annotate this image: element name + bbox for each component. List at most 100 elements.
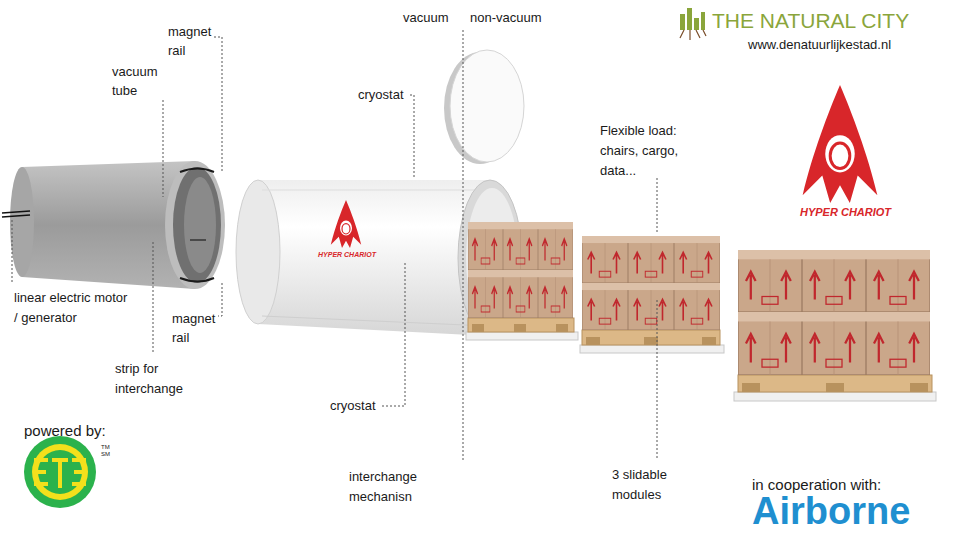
vacuum-tube bbox=[165, 161, 225, 289]
trademark-mark: TM bbox=[101, 444, 110, 451]
part-label: magnet rail bbox=[168, 22, 220, 60]
cargo-module bbox=[582, 236, 628, 283]
cargo-module bbox=[738, 312, 802, 375]
ete-logo bbox=[72, 460, 86, 484]
logo-text: HYPER CHARIOT bbox=[318, 251, 376, 259]
cargo-module bbox=[910, 383, 928, 392]
part-label: strip for interchange bbox=[115, 359, 195, 399]
leader-line bbox=[12, 30, 657, 460]
motor-cable bbox=[2, 211, 30, 217]
cargo-module bbox=[674, 283, 720, 330]
cargo-module bbox=[738, 250, 802, 312]
cargo-module bbox=[734, 392, 936, 401]
trademark-mark: SM bbox=[101, 451, 110, 458]
part-label: Flexible load: chairs, cargo, data... bbox=[600, 121, 700, 181]
cargo-module bbox=[802, 312, 866, 375]
credit-label: powered by: bbox=[24, 422, 106, 439]
part-label: linear electric motor / generator bbox=[14, 288, 132, 328]
cargo-module bbox=[738, 375, 932, 392]
leader-line bbox=[657, 300, 658, 460]
part-label: 3 slidable modules bbox=[612, 465, 684, 505]
cargo-module bbox=[538, 222, 573, 270]
natural-city-icon bbox=[694, 18, 699, 30]
cargo-module bbox=[674, 236, 720, 283]
part-label: cryostat bbox=[358, 88, 404, 103]
leader-line bbox=[214, 37, 222, 172]
cargo-module bbox=[503, 222, 538, 270]
cargo-module bbox=[580, 236, 724, 353]
cryostat-capsule bbox=[236, 180, 522, 336]
leader-line bbox=[657, 178, 658, 232]
hyper-chariot-logo bbox=[803, 85, 878, 203]
cargo-module bbox=[514, 324, 526, 332]
leader-line bbox=[163, 100, 164, 197]
natural-city-icon bbox=[687, 8, 692, 30]
ete-logo bbox=[24, 436, 96, 508]
motor-cable bbox=[2, 215, 30, 217]
leader-line bbox=[382, 262, 405, 406]
cargo-module bbox=[866, 312, 930, 375]
cargo-module bbox=[472, 324, 484, 332]
part-label: vacuum tube bbox=[112, 62, 164, 100]
cargo-module bbox=[866, 250, 930, 312]
vacuum-tube bbox=[173, 167, 221, 283]
natural-city-icon bbox=[680, 30, 706, 40]
cargo-module bbox=[742, 383, 760, 392]
cargo-module bbox=[468, 270, 503, 318]
natural-city-icon bbox=[680, 14, 685, 30]
tube-lid bbox=[444, 50, 524, 164]
cargo-module bbox=[466, 222, 578, 340]
cargo-module bbox=[702, 337, 716, 345]
ete-logo bbox=[24, 436, 96, 508]
zone-label: non-vacuum bbox=[470, 11, 542, 26]
vacuum-tube bbox=[184, 177, 216, 273]
cargo-module bbox=[556, 324, 568, 332]
cargo-module bbox=[628, 236, 674, 283]
part-label: interchange mechanisn bbox=[349, 467, 431, 507]
tube-lid bbox=[450, 50, 524, 162]
motor-cable bbox=[2, 211, 30, 213]
natural-city-icon bbox=[701, 12, 705, 30]
ete-logo bbox=[52, 460, 68, 488]
cargo-module bbox=[468, 222, 503, 270]
cargo-module bbox=[628, 283, 674, 330]
leader-line bbox=[410, 95, 414, 178]
zone-label: vacuum bbox=[403, 11, 449, 26]
vacuum-tube bbox=[180, 169, 214, 173]
ete-logo bbox=[32, 444, 88, 500]
cargo-module bbox=[586, 337, 600, 345]
cargo-module bbox=[468, 318, 574, 332]
leader-line bbox=[218, 283, 222, 316]
logo-text: HYPER CHARIOT bbox=[800, 206, 891, 219]
part-label: magnet rail bbox=[172, 309, 224, 347]
ete-logo bbox=[34, 460, 48, 484]
vacuum-tube bbox=[10, 167, 34, 277]
cargo-module bbox=[580, 345, 724, 353]
leader-line bbox=[463, 30, 464, 460]
cryostat-capsule bbox=[236, 180, 280, 324]
vacuum-tube bbox=[180, 278, 214, 282]
cargo-module bbox=[538, 270, 573, 318]
cargo-module bbox=[644, 337, 658, 345]
cryostat-capsule bbox=[331, 200, 361, 248]
vacuum-tube bbox=[10, 161, 225, 289]
cargo-module bbox=[582, 330, 720, 345]
part-label: cryostat bbox=[330, 399, 376, 414]
natural-city-icon bbox=[680, 8, 706, 40]
leader-line bbox=[12, 220, 13, 284]
partner-logo-text: Airborne bbox=[752, 490, 910, 534]
cryostat-capsule bbox=[262, 316, 488, 326]
cargo-module bbox=[826, 383, 844, 392]
cryostat-capsule bbox=[258, 180, 490, 336]
cargo-module bbox=[582, 283, 628, 330]
logo-text: THE NATURAL CITY bbox=[712, 9, 909, 33]
leader-line bbox=[153, 242, 154, 354]
website-url: www.denatuurlijkestad.nl bbox=[748, 38, 891, 53]
cryostat-capsule bbox=[262, 190, 488, 191]
cargo-module bbox=[802, 250, 866, 312]
cargo-module bbox=[734, 250, 936, 401]
cargo-module bbox=[503, 270, 538, 318]
